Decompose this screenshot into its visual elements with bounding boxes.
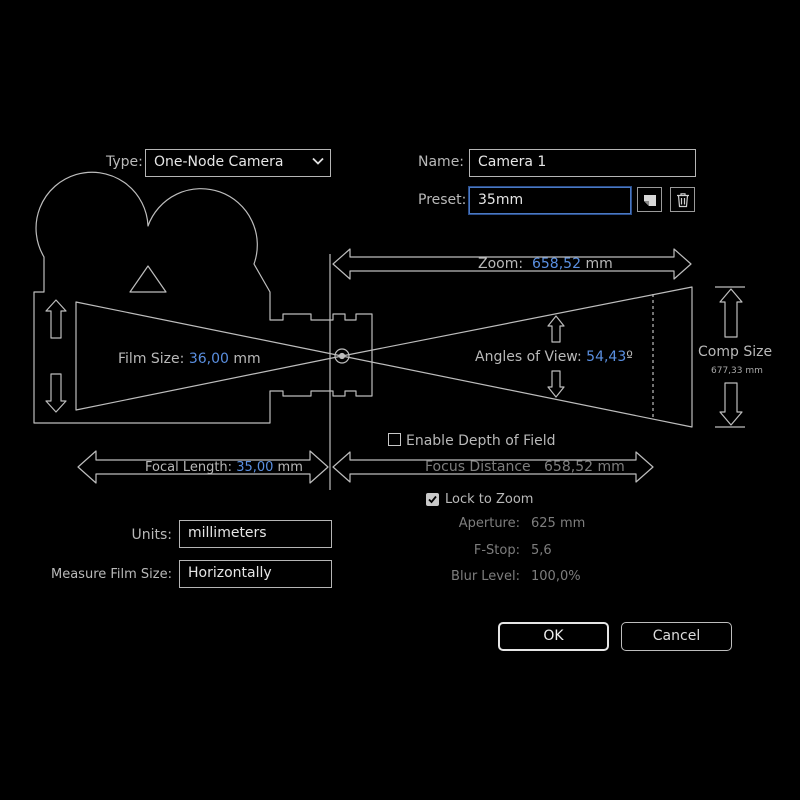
units-select[interactable]: millimeters [179, 520, 332, 548]
focal-length-label: Focal Length: [145, 460, 233, 475]
reel-notch [129, 265, 167, 293]
comp-size-label: Comp Size [698, 344, 773, 360]
measure-film-size-label: Measure Film Size: [51, 567, 172, 582]
aov-up-arrow [547, 315, 565, 343]
save-preset-icon [644, 195, 656, 206]
preset-input[interactable]: 35mm [469, 187, 631, 214]
angle-of-view-label: Angles of View: [475, 349, 582, 365]
film-size-readout: Film Size: 36,00 mm [118, 350, 261, 368]
focus-distance-value: 658,52 mm [544, 459, 625, 475]
measure-film-size-select[interactable]: Horizontally [179, 560, 332, 588]
blur-level-label: Blur Level: [451, 569, 520, 584]
comp-up-arrow [719, 288, 743, 338]
checkmark-icon [428, 495, 437, 504]
lens-node-outer [334, 348, 350, 364]
type-dropdown[interactable]: One-Node Camera [145, 149, 331, 177]
lock-to-zoom-checkbox[interactable] [426, 493, 439, 506]
film-size-value[interactable]: 36,00 [188, 351, 229, 367]
type-label: Type: [106, 154, 143, 170]
angle-of-view-unit: º [626, 349, 633, 365]
trash-icon [677, 193, 689, 208]
save-preset-button[interactable] [637, 187, 662, 212]
angle-of-view-readout: Angles of View: 54,43º [475, 348, 633, 366]
focus-distance-readout: Focus Distance 658,52 mm [425, 458, 625, 476]
ok-button[interactable]: OK [498, 622, 609, 651]
name-label: Name: [418, 154, 465, 170]
film-size-label: Film Size: [118, 351, 185, 367]
zoom-arrow [332, 248, 692, 280]
focal-length-value[interactable]: 35,00 [236, 460, 274, 475]
focus-distance-arrow [332, 451, 654, 483]
aperture-label: Aperture: [458, 516, 520, 531]
film-size-unit: mm [233, 351, 261, 367]
focal-length-unit: mm [277, 460, 303, 475]
comp-size-value: 677,33 mm [711, 366, 763, 376]
zoom-label: Zoom: [478, 256, 524, 272]
fstop-label: F-Stop: [473, 543, 520, 558]
angle-of-view-value[interactable]: 54,43 [586, 349, 627, 365]
blur-level-value: 100,0% [531, 569, 581, 584]
focal-length-arrow [77, 450, 329, 484]
aperture-value: 625 mm [531, 516, 586, 531]
film-up-arrow [45, 299, 67, 339]
zoom-value[interactable]: 658,52 [531, 256, 581, 272]
delete-preset-button[interactable] [670, 187, 695, 212]
focal-length-readout: Focal Length: 35,00 mm [145, 459, 303, 477]
depth-of-field-checkbox[interactable] [388, 433, 401, 446]
chevron-down-icon [312, 157, 324, 165]
film-cone [75, 301, 343, 411]
type-dropdown-value: One-Node Camera [154, 154, 284, 170]
film-down-arrow [45, 373, 67, 413]
camera-body-outline [33, 171, 373, 424]
depth-of-field-label: Enable Depth of Field [406, 433, 556, 449]
lens-node-inner [338, 352, 346, 360]
units-label: Units: [131, 527, 172, 543]
view-cone [341, 286, 693, 428]
zoom-readout: Zoom: 658,52 mm [478, 255, 613, 273]
comp-down-arrow [719, 382, 743, 426]
name-input[interactable]: Camera 1 [469, 149, 696, 177]
aov-down-arrow [547, 370, 565, 398]
preset-label: Preset: [418, 192, 467, 208]
cancel-button[interactable]: Cancel [621, 622, 732, 651]
zoom-unit: mm [585, 256, 613, 272]
focus-distance-label: Focus Distance [425, 459, 531, 475]
fstop-value: 5,6 [531, 543, 552, 558]
lock-to-zoom-label: Lock to Zoom [445, 492, 534, 507]
